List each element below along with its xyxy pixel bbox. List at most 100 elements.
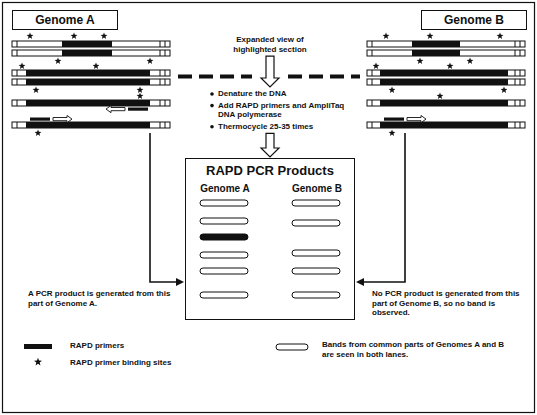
highlighted-section: [26, 79, 150, 85]
strand-end-cap: [372, 79, 373, 85]
strand-end-cap: [165, 79, 166, 85]
primer-binding-site-star: [389, 86, 396, 93]
genome-label-box: Genome B: [421, 10, 527, 30]
legend-star: [34, 358, 42, 366]
process-arrow: [261, 133, 279, 157]
dna-strand: [12, 122, 170, 128]
strand-end-cap: [17, 50, 18, 56]
highlighted-section: [62, 50, 112, 56]
dna-strand: [367, 70, 525, 76]
primer-bar: [384, 118, 404, 121]
panel-title: RAPD PCR Products: [186, 163, 354, 178]
strand-end-cap: [160, 79, 161, 85]
highlighted-section: [380, 79, 508, 85]
primer-binding-site-star: [33, 86, 40, 93]
bullet: [210, 125, 214, 129]
dna-strand: [367, 41, 525, 47]
highlighted-section: [380, 100, 508, 106]
extension-arrow: [53, 116, 72, 123]
pcr-products-panel: RAPD PCR ProductsGenome A Genome B: [185, 158, 355, 320]
primer-binding-site-star: [417, 57, 424, 64]
primer-binding-site-star: [497, 32, 504, 39]
strand-end-cap: [160, 41, 161, 47]
dna-strand: [12, 100, 170, 106]
strand-end-cap: [515, 50, 516, 56]
primer-binding-site-star: [27, 32, 34, 39]
common-band: [200, 218, 248, 224]
strand-end-cap: [520, 100, 521, 106]
primer-binding-site-star: [101, 32, 108, 39]
bullet: [210, 92, 214, 96]
strand-end-cap: [515, 122, 516, 128]
strand-end-cap: [372, 100, 373, 106]
lane-heading: Genome B: [287, 183, 347, 194]
common-band: [200, 268, 248, 274]
genome-label: Genome A: [35, 13, 95, 27]
legend-text: RAPD primers: [70, 341, 220, 351]
strand-end-cap: [372, 50, 373, 56]
unique-band: [200, 234, 248, 240]
legend-sample: [34, 358, 42, 366]
genome-a-illustration: [12, 32, 170, 136]
legend-text: RAPD primer binding sites: [70, 358, 220, 368]
strand-end-cap: [372, 70, 373, 76]
common-band: [200, 292, 248, 298]
highlighted-section: [26, 70, 150, 76]
dna-strand: [12, 70, 170, 76]
common-band: [292, 268, 340, 274]
strand-end-cap: [165, 100, 166, 106]
step-text: Thermocycle 25-35 times: [218, 122, 358, 132]
primer-binding-site-star: [501, 86, 508, 93]
primer-binding-site-star: [447, 62, 454, 69]
primer-binding-site-star: [383, 32, 390, 39]
strand-end-cap: [372, 122, 373, 128]
common-band: [292, 220, 340, 226]
dna-strand: [12, 41, 170, 47]
highlighted-section: [412, 50, 460, 56]
strand-end-cap: [515, 41, 516, 47]
strand-end-cap: [165, 41, 166, 47]
process-arrow: [261, 56, 279, 87]
strand-end-cap: [372, 41, 373, 47]
legend-sample: [24, 344, 52, 349]
primer-binding-site-star: [147, 57, 154, 64]
legend-band: [276, 344, 308, 350]
primer-binding-site-star: [389, 129, 396, 136]
common-band: [292, 250, 340, 256]
lane-heading: Genome A: [195, 183, 255, 194]
common-band: [292, 292, 340, 298]
primer-binding-site-star: [137, 86, 144, 93]
highlighted-section: [380, 122, 508, 128]
strand-end-cap: [520, 50, 521, 56]
highlighted-section: [26, 100, 150, 106]
strand-end-cap: [165, 122, 166, 128]
strand-end-cap: [17, 70, 18, 76]
strand-end-cap: [17, 122, 18, 128]
strand-end-cap: [160, 100, 161, 106]
genome-b-illustration: [367, 32, 525, 136]
primer-binding-site-star: [19, 62, 26, 69]
strand-end-cap: [520, 41, 521, 47]
primer-bar: [30, 118, 50, 121]
strand-end-cap: [515, 70, 516, 76]
figure-frame: [3, 3, 535, 413]
arrowhead: [356, 278, 364, 286]
primer-binding-site-star: [93, 62, 100, 69]
dna-strand: [367, 50, 525, 56]
primer-binding-site-star: [137, 92, 144, 99]
common-band: [292, 200, 340, 206]
legend-text: Bands from common parts of Genomes A and…: [322, 340, 512, 359]
common-band: [200, 252, 248, 258]
strand-end-cap: [165, 70, 166, 76]
genome-label-box: Genome A: [12, 10, 118, 30]
primer-binding-site-star: [71, 32, 78, 39]
primer-binding-site-star: [467, 57, 474, 64]
legend-sample: [276, 344, 308, 350]
primer-binding-site-star: [373, 62, 380, 69]
highlighted-section: [26, 122, 150, 128]
strand-end-cap: [515, 79, 516, 85]
link-dashes: [288, 75, 360, 79]
